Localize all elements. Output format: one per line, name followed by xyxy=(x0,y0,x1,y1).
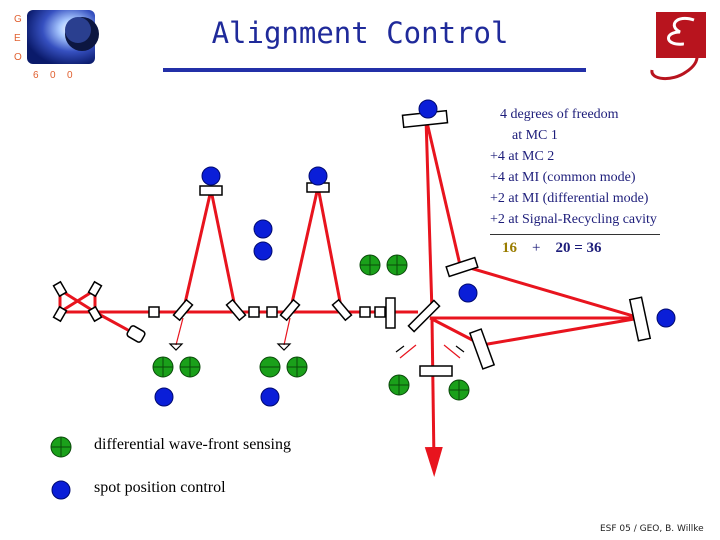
mc2-triangle-beam xyxy=(288,186,344,313)
sum-spot-count: 20 xyxy=(555,240,571,256)
modulator-box xyxy=(248,306,260,318)
logo-digit: 0 xyxy=(67,70,73,81)
spot-sensor-icon xyxy=(253,219,273,239)
legend-wfs-label: differential wave-front sensing xyxy=(94,436,291,453)
modulator-box xyxy=(266,306,278,318)
bowtie-mirror xyxy=(52,280,68,298)
spot-sensor-icon xyxy=(260,387,280,407)
output-mirror xyxy=(419,365,453,377)
sum-plus: + xyxy=(532,240,541,256)
dof-line: +2 at Signal-Recycling cavity xyxy=(490,212,657,227)
dof-line: +4 at MI (common mode) xyxy=(490,170,636,185)
modulator-box xyxy=(148,306,160,318)
bowtie-mirror xyxy=(52,305,68,323)
spot-sensor-icon xyxy=(418,99,438,119)
input-steering-mirror xyxy=(126,325,146,343)
mc1-output-mirror xyxy=(225,298,247,322)
east-fold-mirror xyxy=(468,328,496,370)
sum-total: = 36 xyxy=(574,240,602,256)
logo-digit: 6 xyxy=(33,70,39,81)
north-fold-beam xyxy=(424,117,462,266)
signal-recycling-mirror xyxy=(445,256,479,278)
bowtie-mirror xyxy=(87,280,103,298)
optics xyxy=(52,109,652,377)
spot-sensor-icon xyxy=(308,166,328,186)
footer-credit: ESF 05 / GEO, B. Willke xyxy=(600,524,704,534)
north-arm-beam xyxy=(424,117,434,313)
mc1-triangle-beam xyxy=(181,189,238,313)
logo-letter: O xyxy=(14,52,22,63)
dof-line: +2 at MI (differential mode) xyxy=(490,191,649,206)
input-bowtie-beam xyxy=(58,288,97,314)
mc1-curved-mirror xyxy=(199,185,223,196)
spot-position-sensors xyxy=(51,99,676,500)
spot-sensor-icon xyxy=(154,387,174,407)
geo600-logo: G E O 6 0 0 xyxy=(14,10,99,81)
spot-sensor-icon xyxy=(656,308,676,328)
photodetector-icon xyxy=(276,343,292,351)
logo-digit: 0 xyxy=(50,70,56,81)
institute-emblem-logo xyxy=(650,12,706,80)
logo-letter: E xyxy=(14,33,21,44)
legend-spot-label: spot position control xyxy=(94,479,226,496)
wavefront-sensors xyxy=(50,254,470,458)
pickoff-beams xyxy=(175,317,461,359)
modulator-box xyxy=(374,306,386,318)
modulator-box xyxy=(359,306,371,318)
wfs-quadrant-marks xyxy=(51,255,469,457)
page-title: Alignment Control xyxy=(211,16,509,50)
spot-sensor-icon xyxy=(458,283,478,303)
power-recycling-mirror xyxy=(385,297,396,329)
north-fold-return-beam xyxy=(459,263,641,320)
dof-line: 4 degrees of freedom xyxy=(500,107,619,122)
mc2-input-mirror xyxy=(279,298,301,322)
dof-line: +4 at MC 2 xyxy=(490,149,555,164)
mc2-output-mirror xyxy=(331,298,353,322)
dof-sum: 16 + 20 = 36 xyxy=(502,240,602,257)
sum-wfs-count: 16 xyxy=(502,240,517,256)
beamsplitter xyxy=(407,299,441,333)
dof-line: at MC 1 xyxy=(512,128,558,143)
east-end-mirror xyxy=(628,296,652,342)
laser-beam-paths xyxy=(58,117,641,477)
title-underline xyxy=(163,68,586,72)
logo-letter: G xyxy=(14,14,22,25)
bowtie-mirror xyxy=(87,305,103,323)
legend-spot-icon xyxy=(51,480,71,500)
sum-divider xyxy=(490,234,660,235)
output-beam xyxy=(424,317,443,477)
photodetectors xyxy=(168,343,465,353)
photodetector-icon xyxy=(168,343,184,351)
degrees-of-freedom-list: 4 degrees of freedom at MC 1 +4 at MC 2 … xyxy=(490,104,657,230)
spot-sensor-icon xyxy=(253,241,273,261)
spot-sensor-icon xyxy=(201,166,221,186)
mc1-input-mirror xyxy=(172,298,194,322)
east-fold-beam xyxy=(429,316,641,347)
